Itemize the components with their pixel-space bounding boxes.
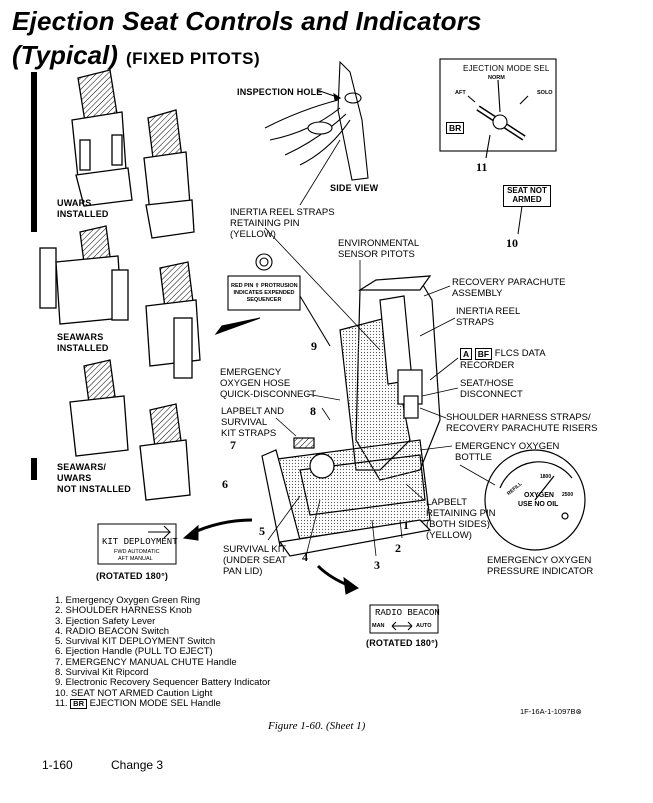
gauge-oxygen: OXYGEN — [524, 492, 554, 499]
o2-pressure-label: EMERGENCY OXYGEN PRESSURE INDICATOR — [487, 555, 594, 577]
figure-caption: Figure 1-60. (Sheet 1) — [268, 720, 366, 732]
change-number: Change 3 — [111, 758, 164, 772]
gauge-1800: 1800 — [540, 474, 552, 480]
legend-item: 7. EMERGENCY MANUAL CHUTE Handle — [55, 656, 237, 668]
callout-4: 4 — [302, 550, 308, 564]
radio-beacon-drawing — [369, 604, 439, 634]
legend-item: 1. Emergency Oxygen Green Ring — [55, 595, 201, 606]
callout-5: 5 — [259, 524, 265, 538]
seat-seawars-right — [145, 261, 201, 379]
seat-not-armed-line1: SEAT NOT — [507, 186, 547, 195]
radio-beacon-auto: AUTO — [416, 623, 432, 629]
legend-item: 9. Electronic Recovery Sequencer Battery… — [55, 677, 271, 689]
radio-beacon-title: RADIO BEACON — [375, 608, 440, 618]
seat-plain-left — [69, 359, 129, 457]
seawars-installed-label: SEAWARS INSTALLED — [57, 332, 109, 354]
seawars-text: SEAWARS INSTALLED — [57, 332, 109, 353]
kit-deployment-rotated: (ROTATED 180°) — [96, 571, 169, 581]
seat-not-armed-line2: ARMED — [512, 195, 542, 204]
not-installed-text: SEAWARS/ UWARS NOT INSTALLED — [57, 462, 131, 494]
page-number: 1-160 — [42, 758, 73, 772]
legend-item: 8. Survival Kit Ripcord — [55, 667, 149, 679]
title-typical: (Typical) — [12, 40, 118, 70]
callout-6: 6 — [222, 477, 228, 491]
aft-label: AFT — [455, 90, 466, 96]
radio-beacon-rotated: (ROTATED 180°) — [366, 638, 439, 648]
legend-item: 10. SEAT NOT ARMED Caution Light — [55, 687, 213, 699]
page-title: Ejection Seat Controls and Indicators — [12, 6, 482, 36]
seat-uwars-right — [143, 109, 195, 239]
uwars-installed-label: UWARS INSTALLED — [57, 198, 109, 220]
inertia-reel-straps-label: INERTIA REEL STRAPS — [456, 306, 521, 328]
inertia-reel-pin-label: INERTIA REEL STRAPS RETAINING PIN (YELLO… — [230, 207, 335, 240]
callout-8: 8 — [310, 404, 316, 418]
gauge-use-no-oil: USE NO OIL — [518, 501, 559, 508]
norm-label: NORM — [488, 75, 505, 81]
sequencer-text: RED PIN ⇧ PROTRUSION INDICATES EXPENDED … — [231, 283, 298, 303]
legend-item: 4. RADIO BEACON Switch — [55, 625, 170, 637]
legend-item: 2. SHOULDER HARNESS Knob — [55, 605, 192, 617]
inspection-hole-label: INSPECTION HOLE — [237, 87, 323, 97]
legend-br-tag: BR — [70, 698, 87, 709]
callout-2: 2 — [395, 541, 401, 555]
gauge-2500: 2500 — [562, 492, 574, 498]
uwars-text: UWARS INSTALLED — [57, 198, 109, 219]
legend-item-number: 11. — [55, 697, 68, 709]
title-suffix: (FIXED PITOTS) — [125, 49, 261, 68]
pointer-arrows — [182, 317, 359, 595]
side-view-detail — [264, 60, 369, 181]
legend-item-text: EJECTION MODE SEL Handle — [89, 697, 221, 709]
legend-item: 5. Survival KIT DEPLOYMENT Switch — [55, 636, 216, 648]
legend-item: 11. BR EJECTION MODE SEL Handle — [55, 697, 270, 709]
emergency-o2-hose-label: EMERGENCY OXYGEN HOSE QUICK-DISCONNECT — [220, 367, 317, 400]
seat-uwars-left — [71, 69, 133, 207]
radio-beacon-man: MAN — [372, 623, 385, 629]
page-subtitle: (Typical) (FIXED PITOTS) — [12, 40, 260, 71]
seat-not-armed-light: SEAT NOT ARMED — [503, 185, 551, 207]
kit-deployment-sub2: AFT MANUAL — [118, 556, 153, 562]
ejection-mode-title: EJECTION MODE SEL — [463, 64, 550, 73]
env-pitots-label: ENVIRONMENTAL SENSOR PITOTS — [338, 238, 420, 260]
figure-reference: 1F-16A-1-1097B⊗ — [520, 707, 582, 716]
br-tag: BR — [446, 122, 465, 134]
flcs-bf-tag: BF — [474, 348, 493, 360]
callout-9: 9 — [311, 339, 317, 353]
kit-deployment-drawing — [97, 523, 177, 565]
main-seat-drawing — [261, 275, 441, 557]
flcs-a-tag: A — [460, 348, 473, 360]
callout-10: 10 — [506, 236, 518, 250]
side-view-caption: SIDE VIEW — [330, 183, 379, 193]
callout-7: 7 — [230, 438, 236, 452]
change-bar — [31, 458, 37, 480]
flcs-label: A BF FLCS DATA RECORDER — [460, 348, 546, 371]
legend-item: 3. Ejection Safety Lever — [55, 615, 156, 627]
sequencer-drawing — [227, 253, 331, 347]
seat-plain-right — [139, 403, 191, 501]
seat-hose-label: SEAT/HOSE DISCONNECT — [460, 378, 523, 400]
kit-deployment-title: KIT DEPLOYMENT — [102, 537, 178, 547]
not-installed-label: SEAWARS/ UWARS NOT INSTALLED — [57, 462, 131, 495]
change-bar — [31, 72, 37, 232]
callout-3: 3 — [374, 558, 380, 572]
legend-item: 6. Ejection Handle (PULL TO EJECT) — [55, 646, 213, 658]
flcs-text: FLCS DATA RECORDER — [460, 348, 546, 371]
survival-kit-label: SURVIVAL KIT (UNDER SEAT PAN LID) — [223, 544, 287, 577]
lapbelt-survival-label: LAPBELT AND SURVIVAL KIT STRAPS — [221, 406, 285, 439]
recovery-chute-label: RECOVERY PARACHUTE ASSEMBLY — [452, 277, 566, 299]
seat-seawars-left — [39, 225, 129, 325]
solo-label: SOLO — [537, 90, 553, 96]
kit-deployment-sub1: FWD AUTOMATIC — [114, 549, 160, 555]
lapbelt-pin-label: LAPBELT RETAINING PIN (BOTH SIDES) (YELL… — [426, 497, 496, 541]
callout-11: 11 — [476, 160, 488, 174]
emergency-o2-bottle-label: EMERGENCY OXYGEN BOTTLE — [455, 441, 560, 463]
legend: 1. Emergency Oxygen Green Ring 2. SHOULD… — [55, 595, 271, 709]
leader-lines — [264, 139, 496, 557]
shoulder-harness-label: SHOULDER HARNESS STRAPS/ RECOVERY PARACH… — [446, 412, 598, 434]
ejection-mode-panel-drawing — [439, 58, 557, 159]
callout-1: 1 — [403, 518, 409, 532]
o2-gauge-drawing — [484, 449, 586, 551]
